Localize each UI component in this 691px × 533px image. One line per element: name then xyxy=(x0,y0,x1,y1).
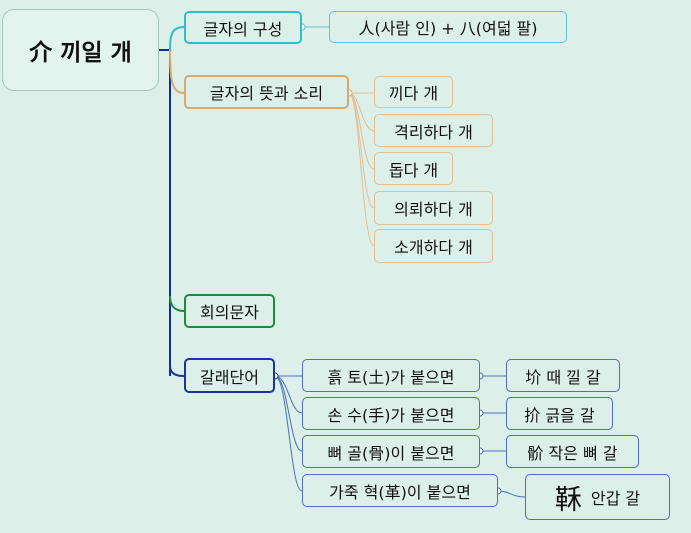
derived-result[interactable]: 圿 때 낄 갈 xyxy=(506,359,620,392)
derived-result[interactable]: 鞂 안갑 갈 xyxy=(525,474,670,520)
derived-condition[interactable]: 흙 토(土)가 붙으면 xyxy=(302,359,480,392)
meaning-item[interactable]: 끼다 개 xyxy=(374,76,453,108)
meaning-item[interactable]: 의뢰하다 개 xyxy=(374,191,493,225)
derived-result[interactable]: 扴 긁을 갈 xyxy=(506,397,613,430)
derived-links xyxy=(274,375,526,498)
meaning-node[interactable]: 글자의 뜻과 소리 xyxy=(184,75,349,109)
meaning-item[interactable]: 소개하다 개 xyxy=(374,229,493,263)
composition-node[interactable]: 글자의 구성 xyxy=(184,11,302,44)
derived-result[interactable]: 骱 작은 뼈 갈 xyxy=(506,435,639,468)
derived-condition[interactable]: 손 수(手)가 붙으면 xyxy=(302,397,480,430)
derived-node[interactable]: 갈래단어 xyxy=(184,358,275,393)
root-node[interactable]: 介 끼일 개 xyxy=(2,9,159,91)
link-meaning xyxy=(169,49,185,94)
hanja-reading: 안갑 갈 xyxy=(590,489,641,508)
link-derived xyxy=(169,365,185,377)
meaning-item[interactable]: 돕다 개 xyxy=(374,152,453,185)
link-composition xyxy=(169,26,185,51)
composition-value[interactable]: 人(사람 인) + 八(여덟 팔) xyxy=(329,11,567,43)
derived-condition[interactable]: 가죽 혁(革)이 붙으면 xyxy=(302,474,498,507)
meaning-item[interactable]: 격리하다 개 xyxy=(374,114,493,147)
link-type xyxy=(169,295,185,312)
type-node[interactable]: 회의문자 xyxy=(184,294,275,328)
derived-condition[interactable]: 뼈 골(骨)이 붙으면 xyxy=(302,435,480,468)
hanja-character: 鞂 xyxy=(554,484,582,516)
meaning-links xyxy=(348,92,375,247)
